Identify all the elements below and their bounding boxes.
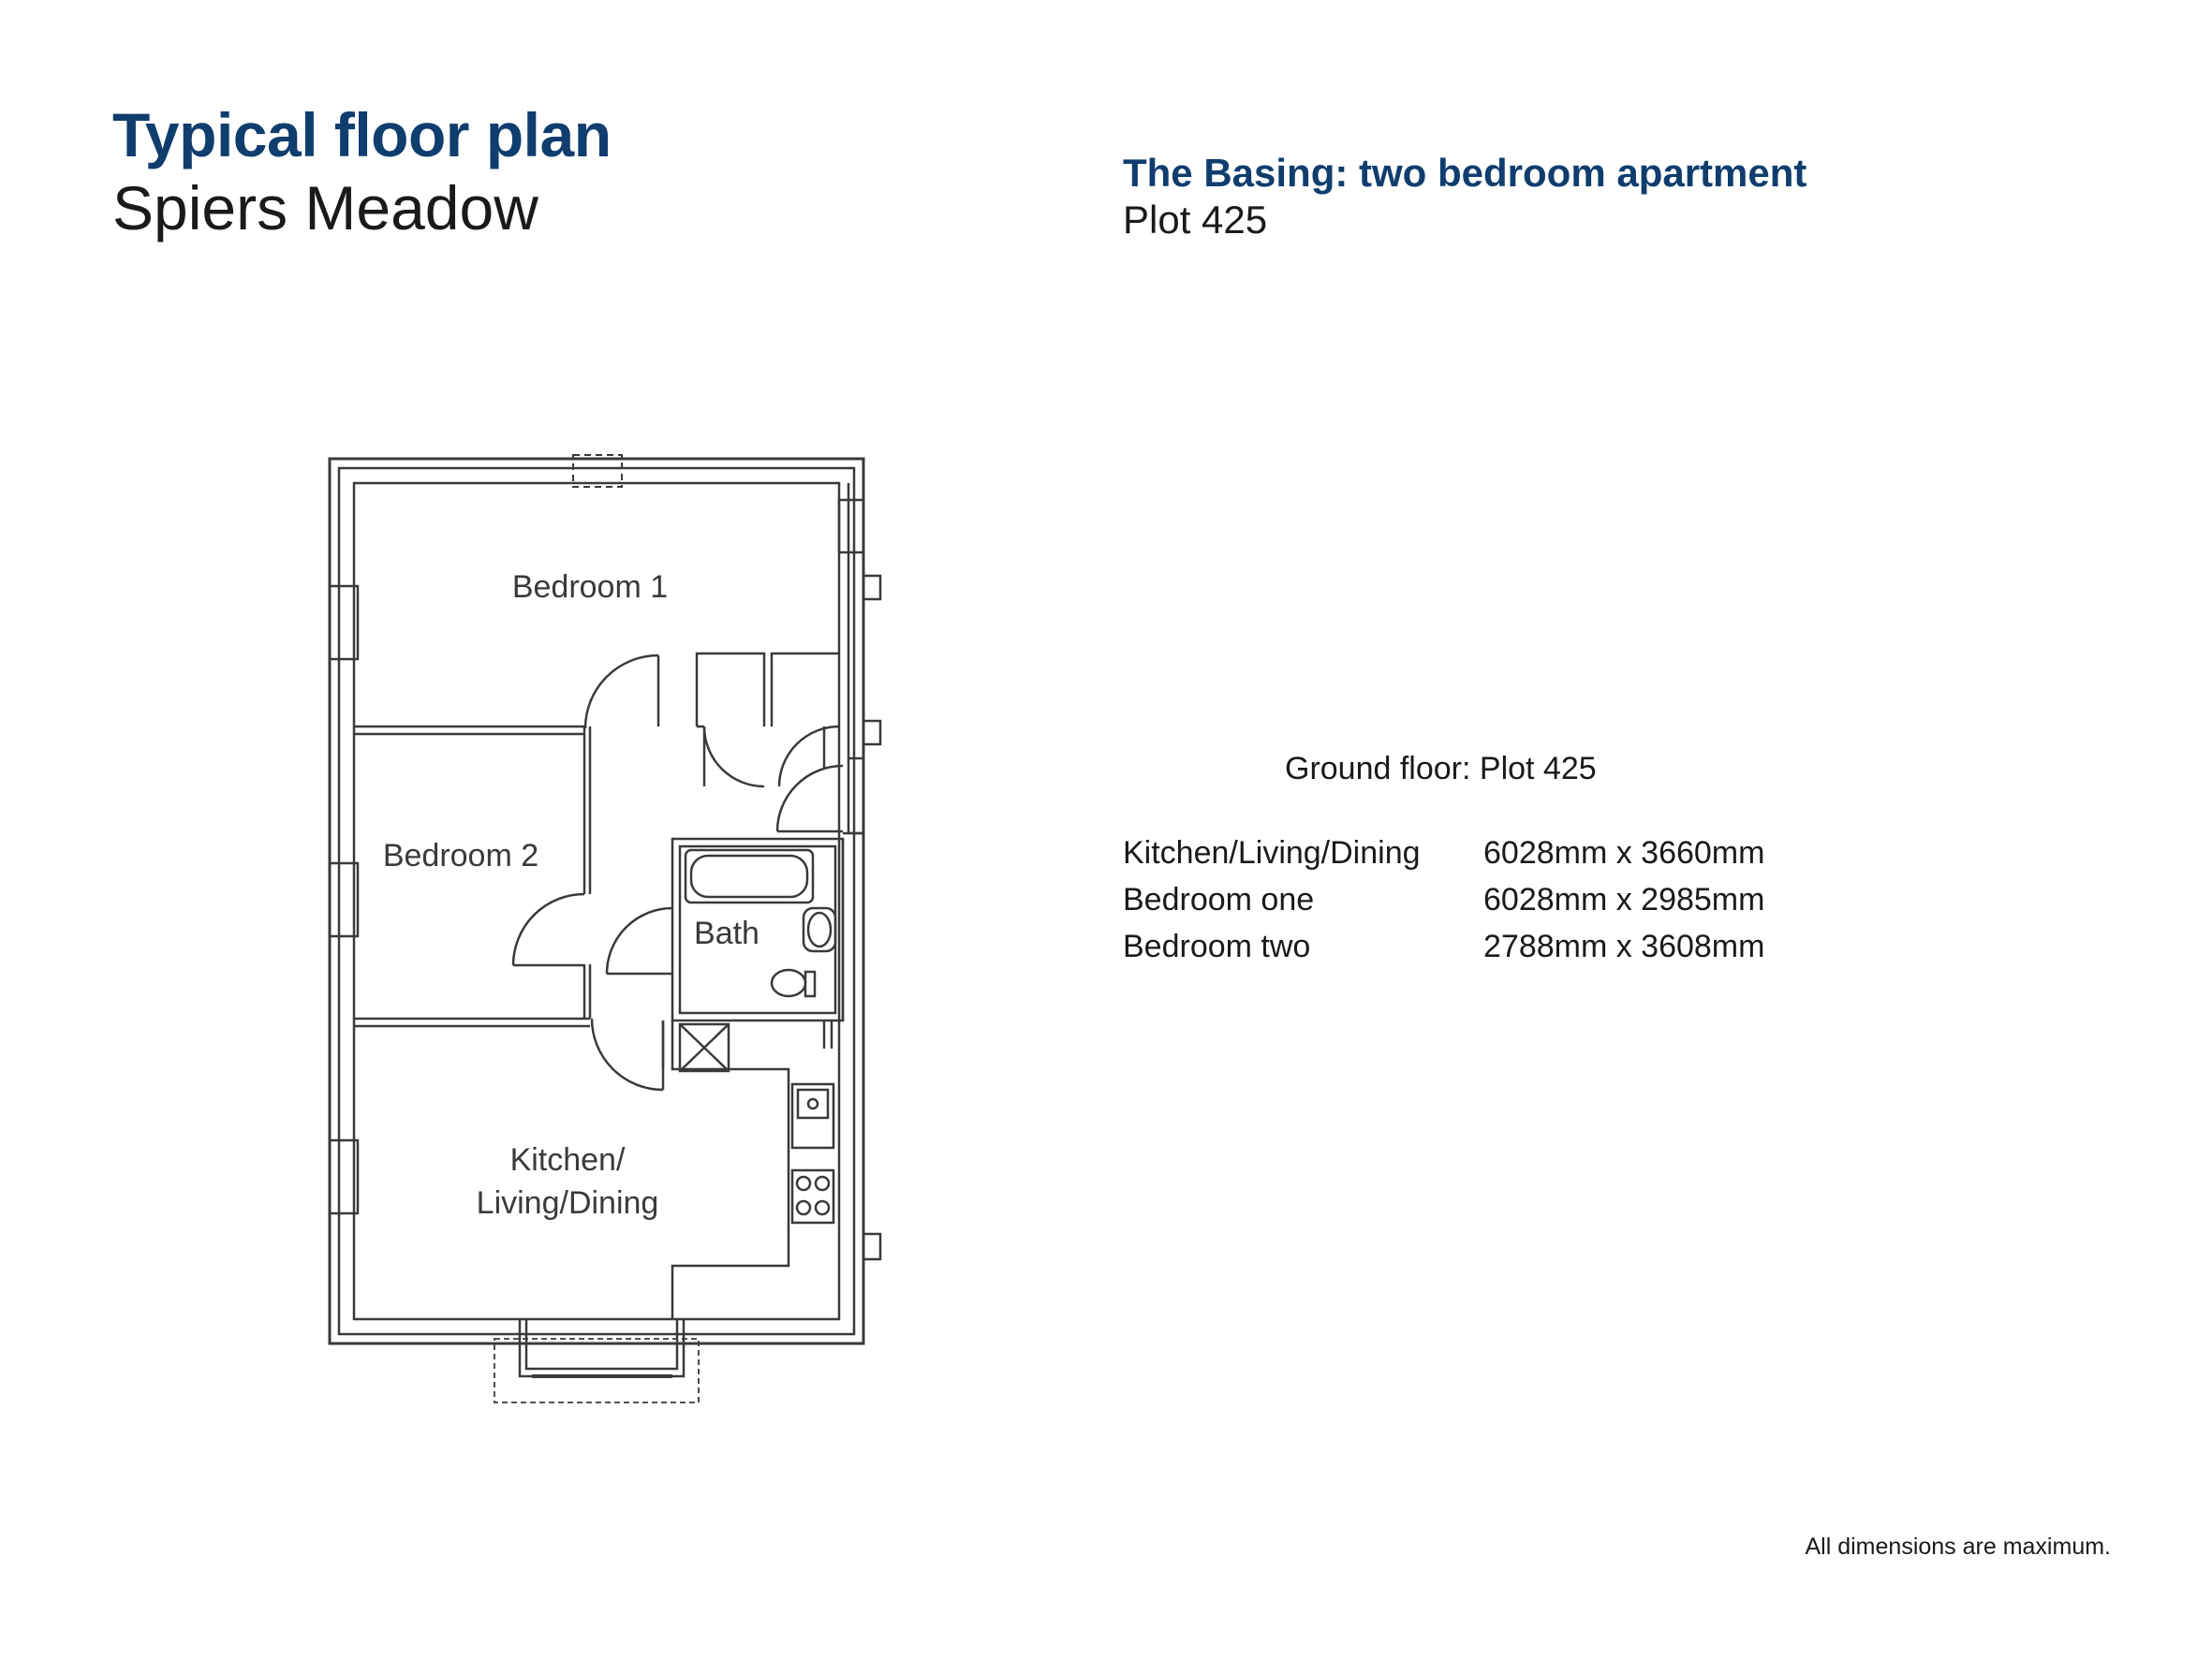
kitchen-sink: [790, 1082, 835, 1150]
cupboard-left: [695, 652, 766, 727]
cupboard-hatched: [678, 1022, 730, 1073]
door-bedroom1: [583, 653, 659, 729]
table-row: Kitchen/Living/Dining 6028mm x 3660mm: [1123, 830, 1764, 876]
bay-window-inner: [524, 1320, 679, 1371]
apartment-name: The Basing: two bedroom apartment: [1123, 151, 1807, 195]
window-left-kitchen: [328, 1138, 360, 1215]
inner-wall-face: [352, 481, 841, 1321]
room-label-bedroom2: Bedroom 2: [383, 838, 538, 874]
table-row: Bedroom two 2788mm x 3608mm: [1123, 923, 1764, 970]
door-bedroom2: [511, 892, 585, 966]
room-size: 2788mm x 3608mm: [1483, 928, 1765, 964]
window-left-bedroom1: [328, 584, 360, 661]
room-label-bedroom1: Bedroom 1: [512, 569, 668, 605]
room-name: Kitchen/Living/Dining: [1123, 834, 1421, 871]
room-name: Bedroom two: [1123, 928, 1311, 964]
right-notch-3: [863, 1232, 882, 1261]
kitchen-counter: [671, 1020, 790, 1320]
table-row: Bedroom one 6028mm x 2985mm: [1123, 876, 1764, 923]
page-title: Typical floor plan: [112, 100, 612, 169]
development-name: Spiers Meadow: [112, 173, 538, 242]
outer-wall-right-step: [847, 483, 863, 835]
window-top: [572, 454, 623, 488]
cupboard-door-right: [777, 725, 840, 787]
door-bath: [605, 906, 673, 975]
room-label-kitchen-line2: Living/Dining: [477, 1185, 659, 1221]
kitchen-hob: [790, 1168, 835, 1225]
bath-tub: [684, 848, 815, 904]
entrance-door: [775, 764, 844, 832]
door-kitchen: [590, 1018, 664, 1092]
cupboard-right: [770, 652, 839, 727]
right-notch-2: [863, 719, 882, 746]
basin: [802, 906, 837, 953]
window-left-bedroom2: [328, 861, 360, 938]
plot-number: Plot 425: [1123, 198, 1268, 242]
cupboard-door-left: [702, 726, 765, 788]
outer-wall-inner-skin: [337, 466, 856, 1336]
room-label-bath: Bath: [694, 916, 759, 951]
right-notch-1: [863, 574, 882, 601]
window-right-top: [837, 498, 865, 554]
floor-heading: Ground floor: Plot 425: [1285, 751, 1597, 786]
dimensions-table: Kitchen/Living/Dining 6028mm x 3660mm Be…: [1123, 830, 1764, 970]
bay-window-dashed: [494, 1338, 700, 1403]
dimensions-disclaimer: All dimensions are maximum.: [1805, 1534, 2112, 1560]
room-label-kitchen-line1: Kitchen/: [510, 1142, 626, 1178]
room-size: 6028mm x 3660mm: [1483, 834, 1765, 871]
room-name: Bedroom one: [1123, 881, 1315, 918]
toilet: [770, 968, 807, 998]
room-size: 6028mm x 2985mm: [1483, 881, 1765, 918]
